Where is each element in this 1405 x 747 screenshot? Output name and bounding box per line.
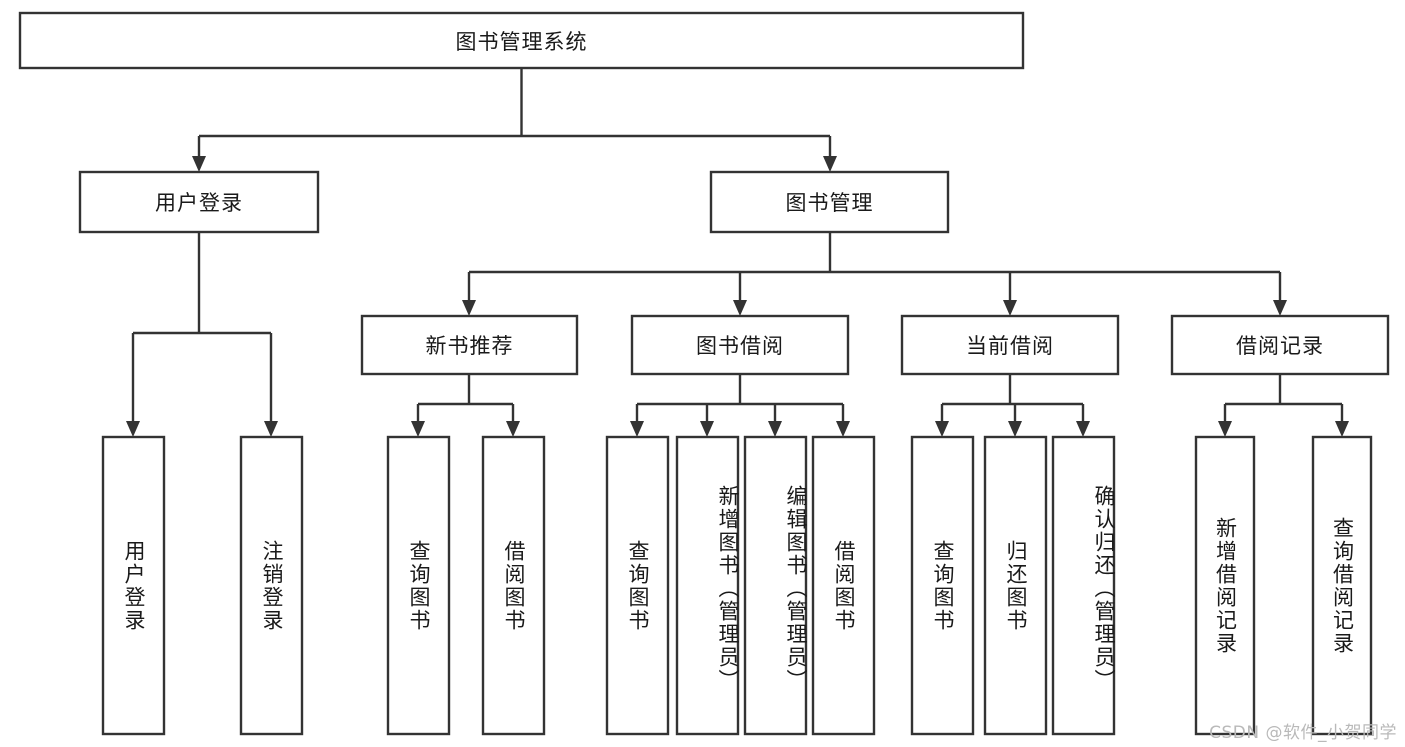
arrow-to-leaf-query-book-a	[411, 421, 425, 437]
arrow-to-leaf-borrow-book-a	[506, 421, 520, 437]
node-leaf-borrow-book-borrowing[interactable]	[811, 435, 876, 736]
node-book-management[interactable]	[709, 170, 950, 234]
edges-group	[126, 68, 1349, 437]
arrow-to-leaf-borrow-book-b	[836, 421, 850, 437]
arrow-to-leaf-confirm-return	[1076, 421, 1090, 437]
arrow-to-new-book-rec	[462, 300, 476, 316]
node-leaf-logout[interactable]	[239, 435, 304, 736]
arrow-to-leaf-add-book	[700, 421, 714, 437]
node-book-borrowing[interactable]	[630, 314, 850, 376]
arrow-to-leaf-query-book-b	[630, 421, 644, 437]
arrow-to-user-login	[192, 156, 206, 172]
arrow-to-leaf-edit-book	[768, 421, 782, 437]
node-leaf-return-book[interactable]	[983, 435, 1048, 736]
node-leaf-add-borrow-record[interactable]	[1194, 435, 1256, 736]
node-current-borrowing[interactable]	[900, 314, 1120, 376]
node-leaf-user-login[interactable]	[101, 435, 166, 736]
node-leaf-borrow-book-newbook[interactable]	[481, 435, 546, 736]
arrow-to-book-borrow	[733, 300, 747, 316]
arrow-to-leaf-return-book	[1008, 421, 1022, 437]
arrow-to-current-borrow	[1003, 300, 1017, 316]
node-new-book-recommendation[interactable]	[360, 314, 579, 376]
arrow-to-leaf-logout	[264, 421, 278, 437]
arrow-to-leaf-add-record	[1218, 421, 1232, 437]
node-user-login[interactable]	[78, 170, 320, 234]
arrow-to-leaf-query-book-c	[935, 421, 949, 437]
nodes-group	[18, 11, 1390, 736]
arrow-to-leaf-query-record	[1335, 421, 1349, 437]
node-root-book-management-system[interactable]	[18, 11, 1025, 70]
node-leaf-query-book-newbook[interactable]	[386, 435, 451, 736]
node-leaf-add-book-admin[interactable]	[675, 435, 740, 736]
node-leaf-query-book-borrowing[interactable]	[605, 435, 670, 736]
node-leaf-confirm-return-admin[interactable]	[1051, 435, 1116, 736]
node-leaf-edit-book-admin[interactable]	[743, 435, 808, 736]
node-leaf-query-borrow-record[interactable]	[1311, 435, 1373, 736]
csdn-watermark: CSDN @软件_小贺同学	[1209, 723, 1397, 743]
arrow-to-borrow-record	[1273, 300, 1287, 316]
arrow-to-book-mgmt	[823, 156, 837, 172]
node-leaf-query-book-current[interactable]	[910, 435, 975, 736]
node-borrowing-record[interactable]	[1170, 314, 1390, 376]
arrow-to-leaf-user-login	[126, 421, 140, 437]
